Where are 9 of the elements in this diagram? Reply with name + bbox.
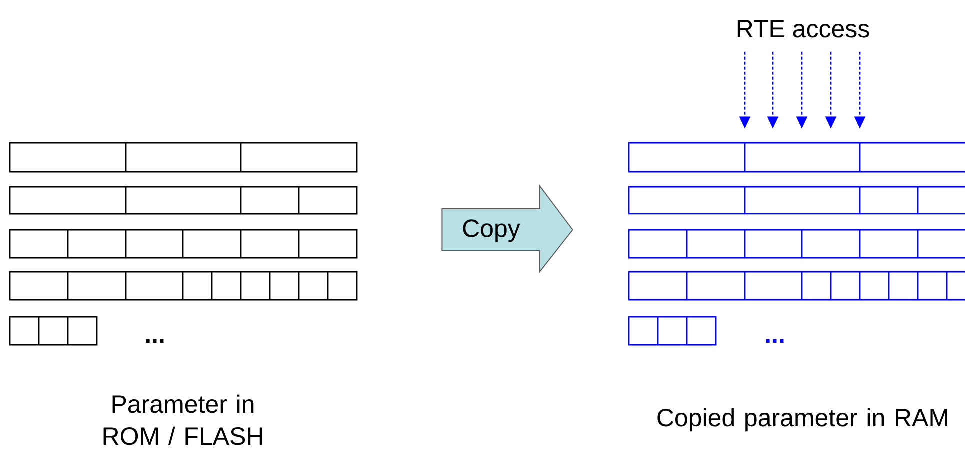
ellipsis: ... bbox=[766, 339, 784, 343]
memory-cells-drawing bbox=[9, 142, 358, 346]
ellipsis: ... bbox=[146, 339, 164, 343]
memory-cells-drawing bbox=[628, 142, 965, 346]
node-label: Copied parameter in RAM bbox=[658, 408, 948, 432]
edge-label: Copy bbox=[463, 220, 520, 242]
heading-text: RTE access bbox=[738, 20, 870, 38]
block-arrow bbox=[442, 184, 574, 274]
node-label: Parameter in ROM / FLASH bbox=[104, 394, 262, 446]
